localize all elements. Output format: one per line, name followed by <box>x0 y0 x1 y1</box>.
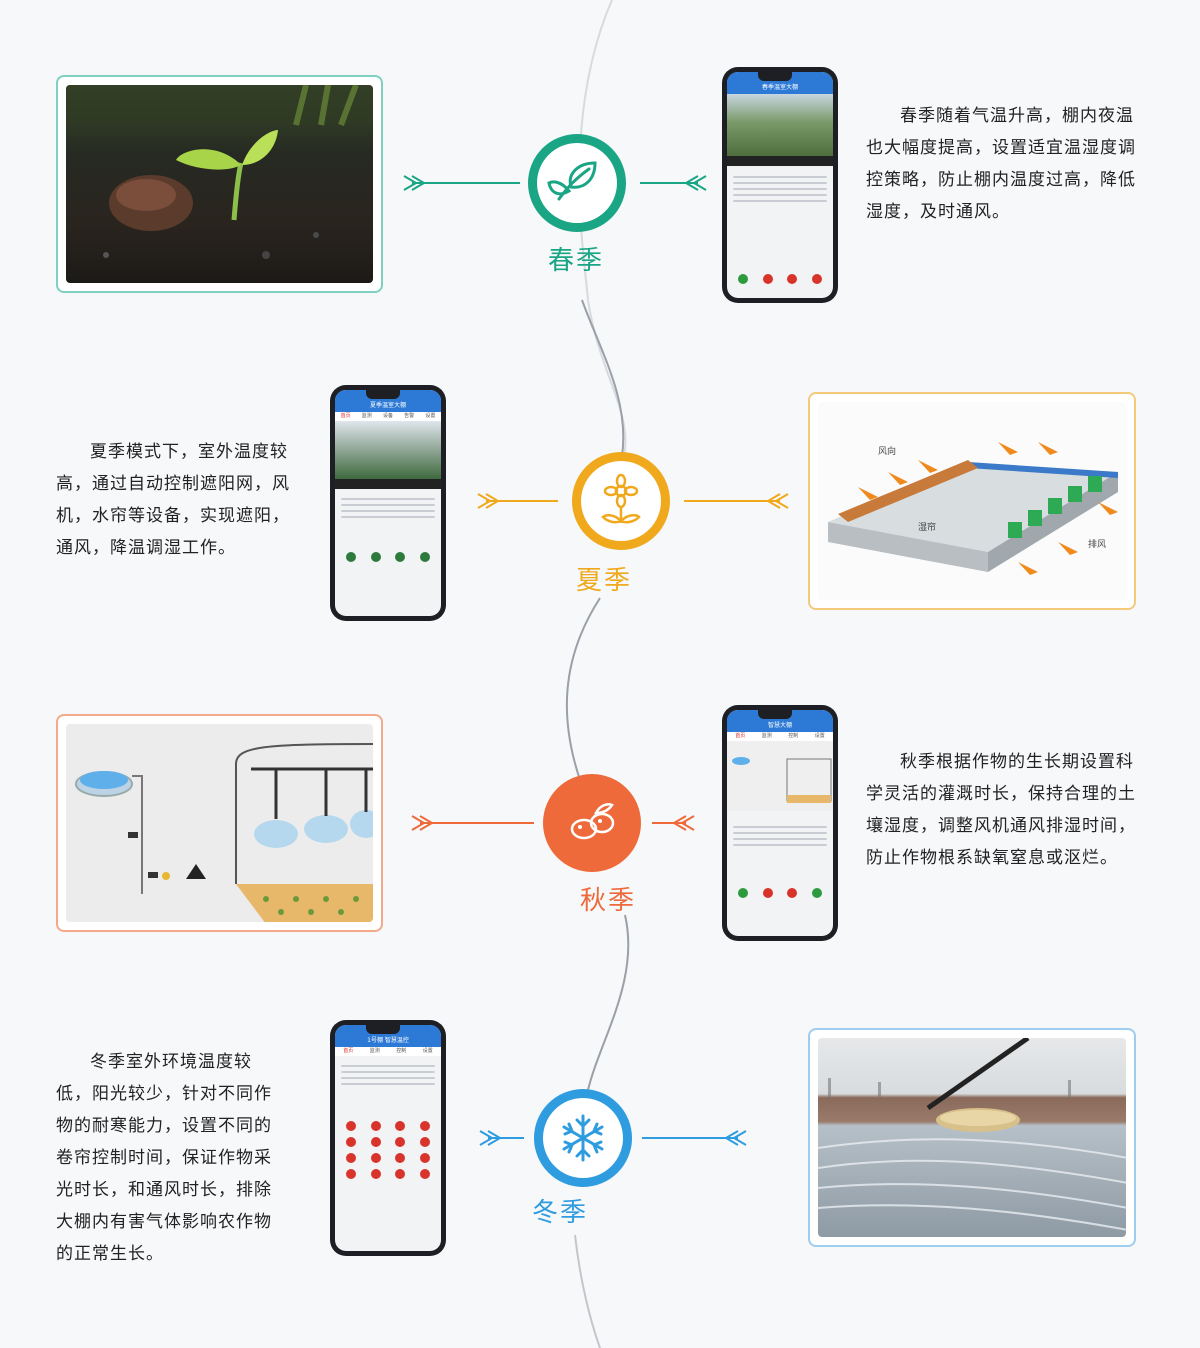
diagram-label-exhaust: 排风 <box>1088 538 1106 550</box>
switch-off-icon[interactable] <box>370 1169 381 1179</box>
switch-off-icon[interactable] <box>395 1137 406 1147</box>
winter-left-connector <box>479 1130 524 1146</box>
greenhouse-cooling-diagram: 风向 湿帘 排风 <box>818 402 1126 600</box>
winter-switch-grid <box>335 1115 441 1179</box>
switch-on-icon[interactable] <box>811 888 822 898</box>
summer-right-connector <box>684 493 789 509</box>
autumn-photo-card <box>56 714 383 932</box>
autumn-label: 秋季 <box>580 886 637 916</box>
switch-on-icon[interactable] <box>419 552 430 562</box>
switch-on-icon[interactable] <box>346 552 357 562</box>
summer-season-badge <box>572 452 670 550</box>
tab-item[interactable]: 监测 <box>369 1048 380 1054</box>
spring-camera-view <box>727 94 833 156</box>
summer-phone-mockup: 夏季温室大棚 首页 监测 设备 告警 设置 <box>330 385 446 621</box>
switch-on-icon[interactable] <box>395 552 406 562</box>
spring-label: 春季 <box>548 246 605 276</box>
autumn-description: 秋季根据作物的生长期设置科学灵活的灌溉时长，保持合理的土壤湿度，调整风机通风排湿… <box>866 752 1136 868</box>
flower-icon <box>601 473 641 524</box>
spring-right-connector <box>640 175 707 191</box>
tab-item[interactable]: 设置 <box>422 1048 433 1054</box>
autumn-phone-title: 智慧大棚 <box>767 722 792 729</box>
summer-photo-card: 风向 湿帘 排风 <box>808 392 1136 610</box>
switch-on-icon[interactable] <box>738 888 749 898</box>
fruit-icon <box>570 803 615 840</box>
diagram-label-pad: 湿帘 <box>918 521 936 533</box>
spring-season-badge <box>528 134 626 232</box>
switch-off-icon[interactable] <box>346 1169 357 1179</box>
switch-off-icon[interactable] <box>395 1153 406 1163</box>
winter-photo-card <box>808 1028 1136 1247</box>
switch-off-icon[interactable] <box>395 1169 406 1179</box>
summer-camera-view <box>335 421 441 479</box>
winter-season-badge <box>534 1089 632 1187</box>
switch-off-icon[interactable] <box>346 1153 357 1163</box>
winter-phone-title: 1号棚 智慧温控 <box>367 1037 409 1044</box>
spring-description: 春季随着气温升高，棚内夜温也大幅度提高，设置适宜温湿度调控策略，防止棚内温度过高… <box>866 106 1136 222</box>
tab-item[interactable]: 控制 <box>788 733 799 739</box>
switch-off-icon[interactable] <box>370 1121 381 1131</box>
summer-description: 夏季模式下，室外温度较高，通过自动控制遮阳网，风机，水帘等设备，实现遮阳，通风，… <box>56 442 290 558</box>
greenhouse-roller-blind-photo <box>818 1038 1126 1237</box>
switch-off-icon[interactable] <box>811 274 822 284</box>
winter-right-connector <box>642 1130 747 1146</box>
spring-photo-card <box>56 75 383 293</box>
tab-item[interactable]: 首页 <box>340 413 351 419</box>
switch-on-icon[interactable] <box>370 552 381 562</box>
switch-off-icon[interactable] <box>346 1121 357 1131</box>
diagram-label-wind: 风向 <box>878 445 896 457</box>
spring-phone-title: 春季温室大棚 <box>761 84 798 91</box>
summer-phone-title: 夏季温室大棚 <box>369 402 406 409</box>
winter-phone-tabs: 首页 监测 控制 设置 <box>335 1047 441 1056</box>
summer-phone-tabs: 首页 监测 设备 告警 设置 <box>335 412 441 421</box>
autumn-right-connector <box>652 815 695 831</box>
switch-off-icon[interactable] <box>370 1137 381 1147</box>
switch-off-icon[interactable] <box>762 274 773 284</box>
switch-off-icon[interactable] <box>762 888 773 898</box>
autumn-phone-mockup: 智慧大棚 首页 监测 控制 设置 <box>722 705 838 941</box>
summer-left-connector <box>477 493 558 509</box>
switch-off-icon[interactable] <box>419 1153 430 1163</box>
autumn-phone-tabs: 首页 监测 控制 设置 <box>727 732 833 741</box>
switch-off-icon[interactable] <box>419 1137 430 1147</box>
seedling-photo <box>66 85 373 283</box>
winter-phone-mockup: 1号棚 智慧温控 首页 监测 控制 设置 <box>330 1020 446 1256</box>
switch-off-icon[interactable] <box>395 1121 406 1131</box>
autumn-irrigation-thumbnail <box>727 741 833 811</box>
spring-left-connector <box>403 175 520 191</box>
autumn-season-badge <box>543 774 641 872</box>
tab-item[interactable]: 设置 <box>425 413 436 419</box>
irrigation-system-diagram <box>66 724 373 922</box>
tab-item[interactable]: 监测 <box>361 413 372 419</box>
switch-off-icon[interactable] <box>419 1121 430 1131</box>
autumn-left-connector <box>411 815 534 831</box>
spring-phone-mockup: 春季温室大棚 <box>722 67 838 303</box>
switch-off-icon[interactable] <box>787 888 798 898</box>
winter-description: 冬季室外环境温度较低，阳光较少，针对不同作物的耐寒能力，设置不同的卷帘控制时间，… <box>56 1052 272 1264</box>
switch-off-icon[interactable] <box>370 1153 381 1163</box>
switch-off-icon[interactable] <box>419 1169 430 1179</box>
winter-label: 冬季 <box>532 1198 589 1228</box>
tab-item[interactable]: 首页 <box>735 733 746 739</box>
tab-item[interactable]: 设备 <box>382 413 393 419</box>
tab-item[interactable]: 首页 <box>343 1048 354 1054</box>
snowflake-icon <box>562 1114 604 1162</box>
switch-off-icon[interactable] <box>346 1137 357 1147</box>
tab-item[interactable]: 告警 <box>404 413 415 419</box>
tab-item[interactable]: 设置 <box>814 733 825 739</box>
tab-item[interactable]: 监测 <box>761 733 772 739</box>
tab-item[interactable]: 控制 <box>396 1048 407 1054</box>
leaf-icon <box>547 161 597 201</box>
switch-on-icon[interactable] <box>738 274 749 284</box>
summer-label: 夏季 <box>576 566 633 596</box>
switch-off-icon[interactable] <box>787 274 798 284</box>
